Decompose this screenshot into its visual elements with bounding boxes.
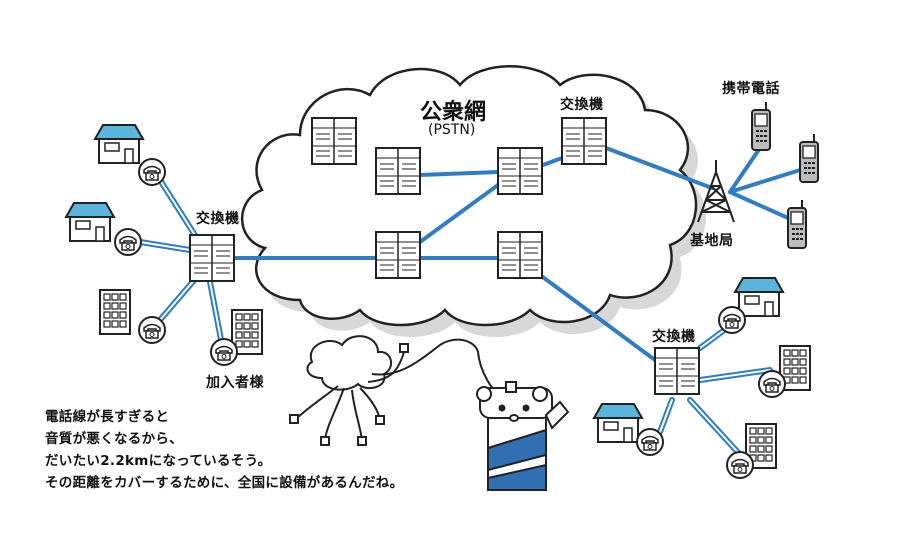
building-1 <box>99 289 131 335</box>
squid-character <box>289 335 479 446</box>
label-mobile-phones: 携帯電話 <box>722 81 780 97</box>
label-switch-bottom: 交換機 <box>652 329 696 345</box>
cloud-title: 公衆網 <box>420 100 487 125</box>
phone-6 <box>758 370 786 398</box>
exchange-cloud-2 <box>375 147 421 195</box>
explanation-note: 電話線が長すぎると 音質が悪くなるから、 だいたい2.2kmになっているそう。 … <box>45 406 403 494</box>
note-line-4: その距離をカバーするために、全国に設備があるんだね。 <box>45 475 404 491</box>
exchange-cloud-1 <box>311 117 357 165</box>
phone-2 <box>114 228 142 256</box>
house-3 <box>734 277 784 317</box>
cloud-subtitle: (PSTN) <box>428 122 476 138</box>
house-2 <box>65 202 115 242</box>
phone-8 <box>726 451 754 479</box>
phone-1 <box>138 158 166 186</box>
base-station-tower <box>697 160 735 223</box>
label-switch-left: 交換機 <box>196 211 240 227</box>
exchange-cloud-5 <box>497 231 543 279</box>
label-subscribers: 加入者様 <box>206 375 264 391</box>
exchange-top <box>561 117 607 165</box>
mobile-phone-3 <box>787 199 807 249</box>
house-1 <box>94 124 144 164</box>
exchange-left <box>189 234 235 282</box>
mobile-phone-1 <box>751 101 771 151</box>
connection-lines <box>228 146 802 362</box>
label-base-station: 基地局 <box>690 233 734 249</box>
house-4 <box>593 403 643 443</box>
phone-7 <box>636 428 664 456</box>
note-line-2: 音質が悪くなるから、 <box>45 431 183 447</box>
note-line-3: だいたい2.2kmになっているそう。 <box>45 453 272 469</box>
exchange-bottom <box>654 347 700 395</box>
phone-3 <box>138 316 166 344</box>
subscriber-lines <box>137 177 773 463</box>
bear-character <box>476 351 570 491</box>
exchange-cloud-4 <box>497 147 543 195</box>
phone-5 <box>718 306 746 334</box>
phone-4 <box>210 338 238 366</box>
mobile-phone-2 <box>799 133 819 183</box>
exchange-cloud-3 <box>375 231 421 279</box>
label-switch-top: 交換機 <box>560 97 604 113</box>
note-line-1: 電話線が長すぎると <box>45 409 170 425</box>
